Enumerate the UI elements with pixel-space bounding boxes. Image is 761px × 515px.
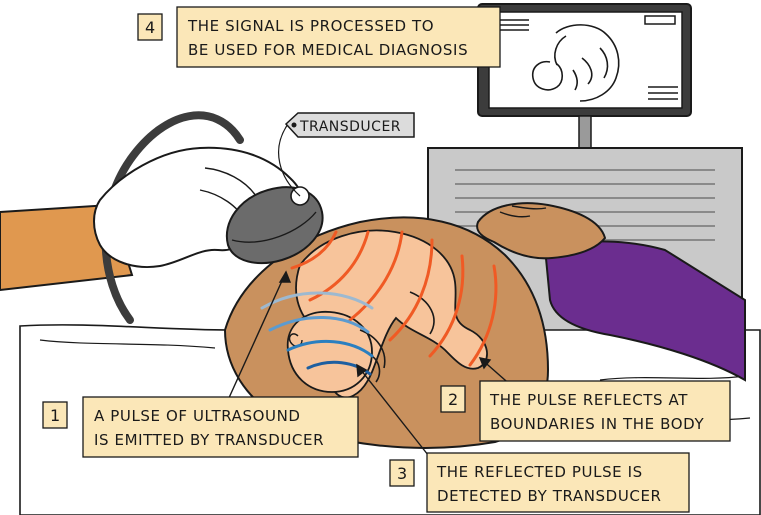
monitor-scan-lines bbox=[497, 15, 678, 100]
fetus-head bbox=[286, 311, 373, 393]
step-4-number-box bbox=[137, 13, 163, 41]
patient-fingers bbox=[499, 205, 547, 218]
fetus-leg bbox=[409, 291, 435, 335]
step-4-line-1: THE SIGNAL IS PROCESSED TO bbox=[187, 17, 434, 35]
step-1-line-2: IS EMITTED BY TRANSDUCER bbox=[94, 431, 324, 449]
step-1-callout: 1 A PULSE OF ULTRASOUND IS EMITTED BY TR… bbox=[42, 396, 359, 458]
monitor-fetus-image bbox=[531, 24, 620, 102]
step-4-number: 4 bbox=[145, 18, 155, 37]
step-4-callout: 4 THE SIGNAL IS PROCESSED TO BE USED FOR… bbox=[137, 6, 501, 68]
step-1-line-1: A PULSE OF ULTRASOUND bbox=[94, 407, 301, 425]
emitted-pulse-waves bbox=[290, 230, 498, 367]
patient-hand bbox=[476, 202, 607, 260]
step-2-line-2: BOUNDARIES IN THE BODY bbox=[490, 415, 704, 433]
step-3-number-box bbox=[389, 459, 415, 487]
step-4-text-box bbox=[176, 6, 501, 68]
step-1-text-box bbox=[82, 396, 359, 458]
step-2-line-1: THE PULSE REFLECTS AT bbox=[489, 391, 688, 409]
transducer-label: TRANSDUCER bbox=[299, 119, 401, 135]
step-2-number-box bbox=[440, 385, 466, 413]
step-3-callout: 3 THE REFLECTED PULSE IS DETECTED BY TRA… bbox=[389, 452, 690, 513]
transducer-callout: TRANSDUCER bbox=[278, 112, 415, 197]
fetus-arm bbox=[359, 329, 386, 383]
monitor-stand bbox=[578, 115, 592, 149]
fetus bbox=[286, 229, 488, 399]
step-3-number: 3 bbox=[397, 464, 407, 483]
probe-cable bbox=[101, 111, 244, 324]
step-1-number: 1 bbox=[50, 406, 60, 425]
reflected-pulse-waves bbox=[260, 291, 374, 376]
step-2-text-box bbox=[479, 380, 731, 442]
pointer-lines bbox=[227, 270, 523, 461]
transducer-tag-shape bbox=[284, 112, 415, 138]
patient-sleeve bbox=[543, 240, 746, 382]
step-3-text-box bbox=[426, 452, 690, 513]
pointer-step-1 bbox=[227, 271, 287, 401]
step-3-line-1: THE REFLECTED PULSE IS bbox=[436, 463, 643, 481]
step-3-line-2: DETECTED BY TRANSDUCER bbox=[437, 487, 662, 505]
step-2-callout: 2 THE PULSE REFLECTS AT BOUNDARIES IN TH… bbox=[440, 380, 731, 442]
step-1-number-box bbox=[42, 401, 68, 429]
step-2-number: 2 bbox=[448, 390, 458, 409]
step-4-line-2: BE USED FOR MEDICAL DIAGNOSIS bbox=[188, 41, 468, 59]
pointer-step-3 bbox=[356, 364, 433, 461]
